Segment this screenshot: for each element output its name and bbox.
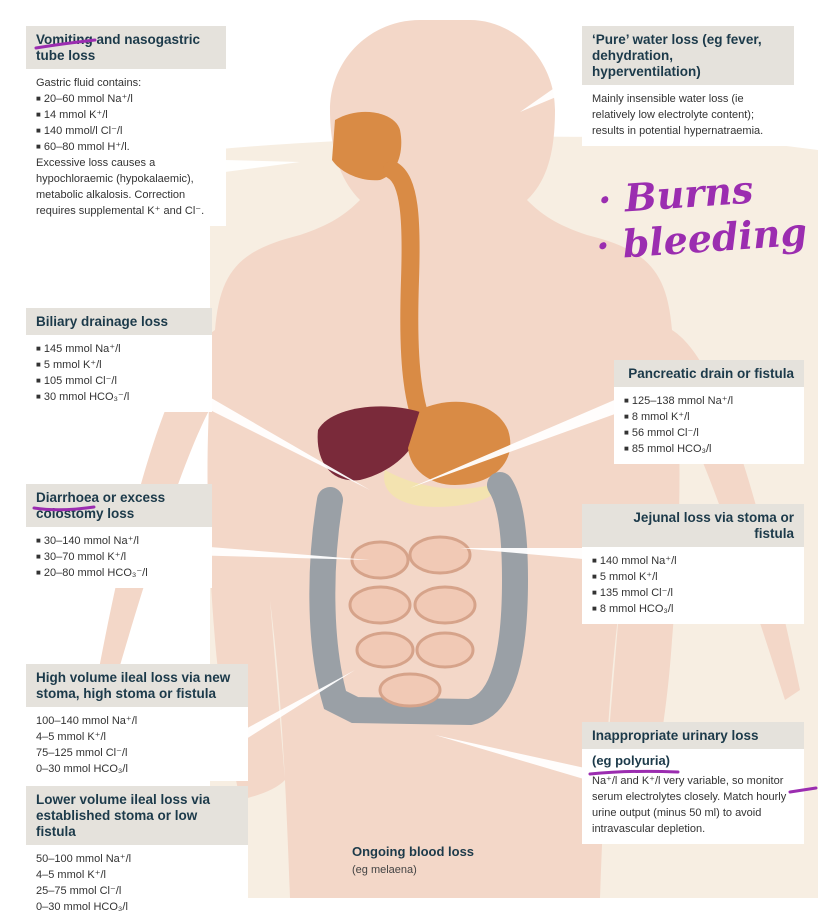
vomiting-body: Gastric fluid contains: 20–60 mmol Na⁺/l…	[26, 69, 226, 226]
pure-water-note: Mainly insensible water loss (ie relativ…	[592, 93, 764, 137]
vomiting-intro: Gastric fluid contains:	[36, 77, 142, 89]
high-ileal-box: High volume ileal loss via new stoma, hi…	[26, 664, 248, 781]
pure-water-title: ‘Pure’ water loss (eg fever, dehydration…	[582, 26, 794, 85]
jejunal-list: 140 mmol Na⁺/l 5 mmol K⁺/l 135 mmol Cl⁻/…	[592, 553, 794, 617]
list-item: 5 mmol K⁺/l	[592, 569, 794, 585]
list-item: 135 mmol Cl⁻/l	[592, 585, 794, 601]
diarrhoea-title: Diarrhoea or excess colostomy loss	[26, 484, 212, 527]
body-illustration	[95, 20, 818, 898]
low-ileal-body: 50–100 mmol Na⁺/l 4–5 mmol K⁺/l 25–75 mm…	[26, 845, 248, 919]
list-item: 0–30 mmol HCO₃/l	[36, 901, 128, 913]
pure-water-box: ‘Pure’ water loss (eg fever, dehydration…	[582, 26, 794, 146]
list-item: 100–140 mmol Na⁺/l	[36, 715, 138, 727]
vomiting-note: Excessive loss causes a hypochloraemic (…	[36, 157, 205, 217]
jejunal-body: 140 mmol Na⁺/l 5 mmol K⁺/l 135 mmol Cl⁻/…	[582, 547, 804, 624]
pancreatic-title: Pancreatic drain or fistula	[614, 360, 804, 387]
high-ileal-title: High volume ileal loss via new stoma, hi…	[26, 664, 248, 707]
pointer-lines	[180, 70, 626, 782]
list-item: 140 mmol/l Cl⁻/l	[36, 123, 216, 139]
urinary-subtitle: (eg polyuria)	[592, 753, 671, 768]
list-item: 125–138 mmol Na⁺/l	[624, 393, 794, 409]
diarrhoea-list: 30–140 mmol Na⁺/l 30–70 mmol K⁺/l 20–80 …	[36, 533, 202, 581]
vomiting-list: 20–60 mmol Na⁺/l 14 mmol K⁺/l 140 mmol/l…	[36, 91, 216, 155]
urinary-body: (eg polyuria) Na⁺/l and K⁺/l very variab…	[582, 749, 804, 844]
diarrhoea-title-rest: or excess colostomy loss	[36, 490, 166, 521]
jejunal-title: Jejunal loss via stoma or fistula	[582, 504, 804, 547]
low-ileal-box: Lower volume ileal loss via established …	[26, 786, 248, 919]
oral-cavity	[332, 111, 402, 181]
urinary-note: Na⁺/l and K⁺/l very variable, so monitor…	[592, 775, 787, 835]
diarrhoea-body: 30–140 mmol Na⁺/l 30–70 mmol K⁺/l 20–80 …	[26, 527, 212, 588]
list-item: 0–30 mmol HCO₃/l	[36, 763, 128, 775]
list-item: 30 mmol HCO₃⁻/l	[36, 389, 202, 405]
pancreatic-box: Pancreatic drain or fistula 125–138 mmol…	[614, 360, 804, 464]
biliary-title: Biliary drainage loss	[26, 308, 212, 335]
jejunal-box: Jejunal loss via stoma or fistula 140 mm…	[582, 504, 804, 624]
blood-loss-title: Ongoing blood loss	[352, 844, 475, 859]
pancreas	[384, 470, 505, 507]
list-item: 75–125 mmol Cl⁻/l	[36, 747, 128, 759]
liver	[317, 406, 421, 481]
list-item: 105 mmol Cl⁻/l	[36, 373, 202, 389]
list-item: 20–80 mmol HCO₃⁻/l	[36, 565, 202, 581]
high-ileal-body: 100–140 mmol Na⁺/l 4–5 mmol K⁺/l 75–125 …	[26, 707, 248, 781]
pure-water-body: Mainly insensible water loss (ie relativ…	[582, 85, 794, 146]
list-item: 30–140 mmol Na⁺/l	[36, 533, 202, 549]
biliary-body: 145 mmol Na⁺/l 5 mmol K⁺/l 105 mmol Cl⁻/…	[26, 335, 212, 412]
colon	[309, 472, 529, 726]
list-item: 25–75 mmol Cl⁻/l	[36, 885, 122, 897]
list-item: 60–80 mmol H⁺/l.	[36, 139, 216, 155]
list-item: 85 mmol HCO₃/l	[624, 441, 794, 457]
small-bowel	[348, 535, 477, 708]
list-item: 4–5 mmol K⁺/l	[36, 869, 106, 881]
high-ileal-list: 100–140 mmol Na⁺/l 4–5 mmol K⁺/l 75–125 …	[36, 713, 238, 777]
list-item: 5 mmol K⁺/l	[36, 357, 202, 373]
low-ileal-list: 50–100 mmol Na⁺/l 4–5 mmol K⁺/l 25–75 mm…	[36, 851, 238, 915]
diarrhoea-title-emph: Diarrhoea	[36, 490, 100, 505]
biliary-list: 145 mmol Na⁺/l 5 mmol K⁺/l 105 mmol Cl⁻/…	[36, 341, 202, 405]
urinary-title: Inappropriate urinary loss	[582, 722, 804, 749]
urinary-box: Inappropriate urinary loss (eg polyuria)…	[582, 722, 804, 844]
list-item: 140 mmol Na⁺/l	[592, 553, 794, 569]
oesophagus	[383, 161, 427, 419]
low-ileal-title: Lower volume ileal loss via established …	[26, 786, 248, 845]
list-item: 20–60 mmol Na⁺/l	[36, 91, 216, 107]
list-item: 56 mmol Cl⁻/l	[624, 425, 794, 441]
vomiting-title-emph: Vomiting	[36, 32, 93, 47]
pancreatic-body: 125–138 mmol Na⁺/l 8 mmol K⁺/l 56 mmol C…	[614, 387, 804, 464]
list-item: 30–70 mmol K⁺/l	[36, 549, 202, 565]
list-item: 14 mmol K⁺/l	[36, 107, 216, 123]
list-item: 8 mmol K⁺/l	[624, 409, 794, 425]
diarrhoea-box: Diarrhoea or excess colostomy loss 30–14…	[26, 484, 212, 588]
blood-loss-subtitle: (eg melaena)	[352, 864, 417, 876]
vomiting-title: Vomiting and nasogastric tube loss	[26, 26, 226, 69]
list-item: 8 mmol HCO₃/l	[592, 601, 794, 617]
list-item: 50–100 mmol Na⁺/l	[36, 853, 132, 865]
vomiting-title-rest: and nasogastric tube loss	[36, 32, 201, 63]
vomiting-box: Vomiting and nasogastric tube loss Gastr…	[26, 26, 226, 226]
biliary-box: Biliary drainage loss 145 mmol Na⁺/l 5 m…	[26, 308, 212, 412]
list-item: 145 mmol Na⁺/l	[36, 341, 202, 357]
pancreatic-list: 125–138 mmol Na⁺/l 8 mmol K⁺/l 56 mmol C…	[624, 393, 794, 457]
diagram-stage: Vomiting and nasogastric tube loss Gastr…	[0, 0, 818, 898]
list-item: 4–5 mmol K⁺/l	[36, 731, 106, 743]
stomach	[408, 401, 511, 485]
